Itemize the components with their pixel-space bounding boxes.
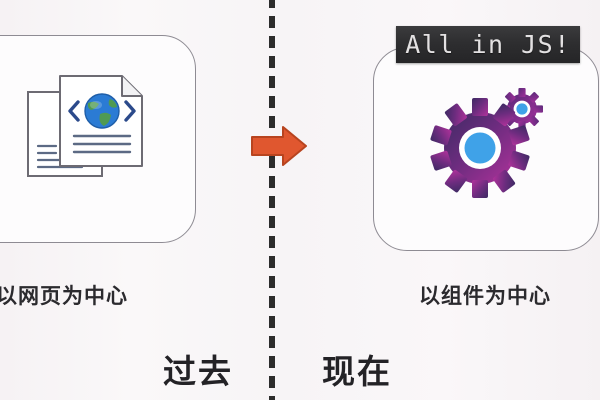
timeline-divider — [269, 0, 275, 400]
right-arrow-icon — [250, 124, 308, 168]
gears-icon — [428, 80, 553, 198]
badge-label: All in JS! — [405, 30, 571, 59]
web-documents-globe-icon — [26, 70, 144, 182]
past-caption: 以网页为中心 — [0, 283, 128, 308]
present-caption: 以组件为中心 — [419, 283, 551, 308]
present-era-label: 现在 — [322, 352, 392, 391]
all-in-js-badge: All in JS! — [396, 26, 580, 63]
past-era-label: 过去 — [163, 352, 233, 391]
